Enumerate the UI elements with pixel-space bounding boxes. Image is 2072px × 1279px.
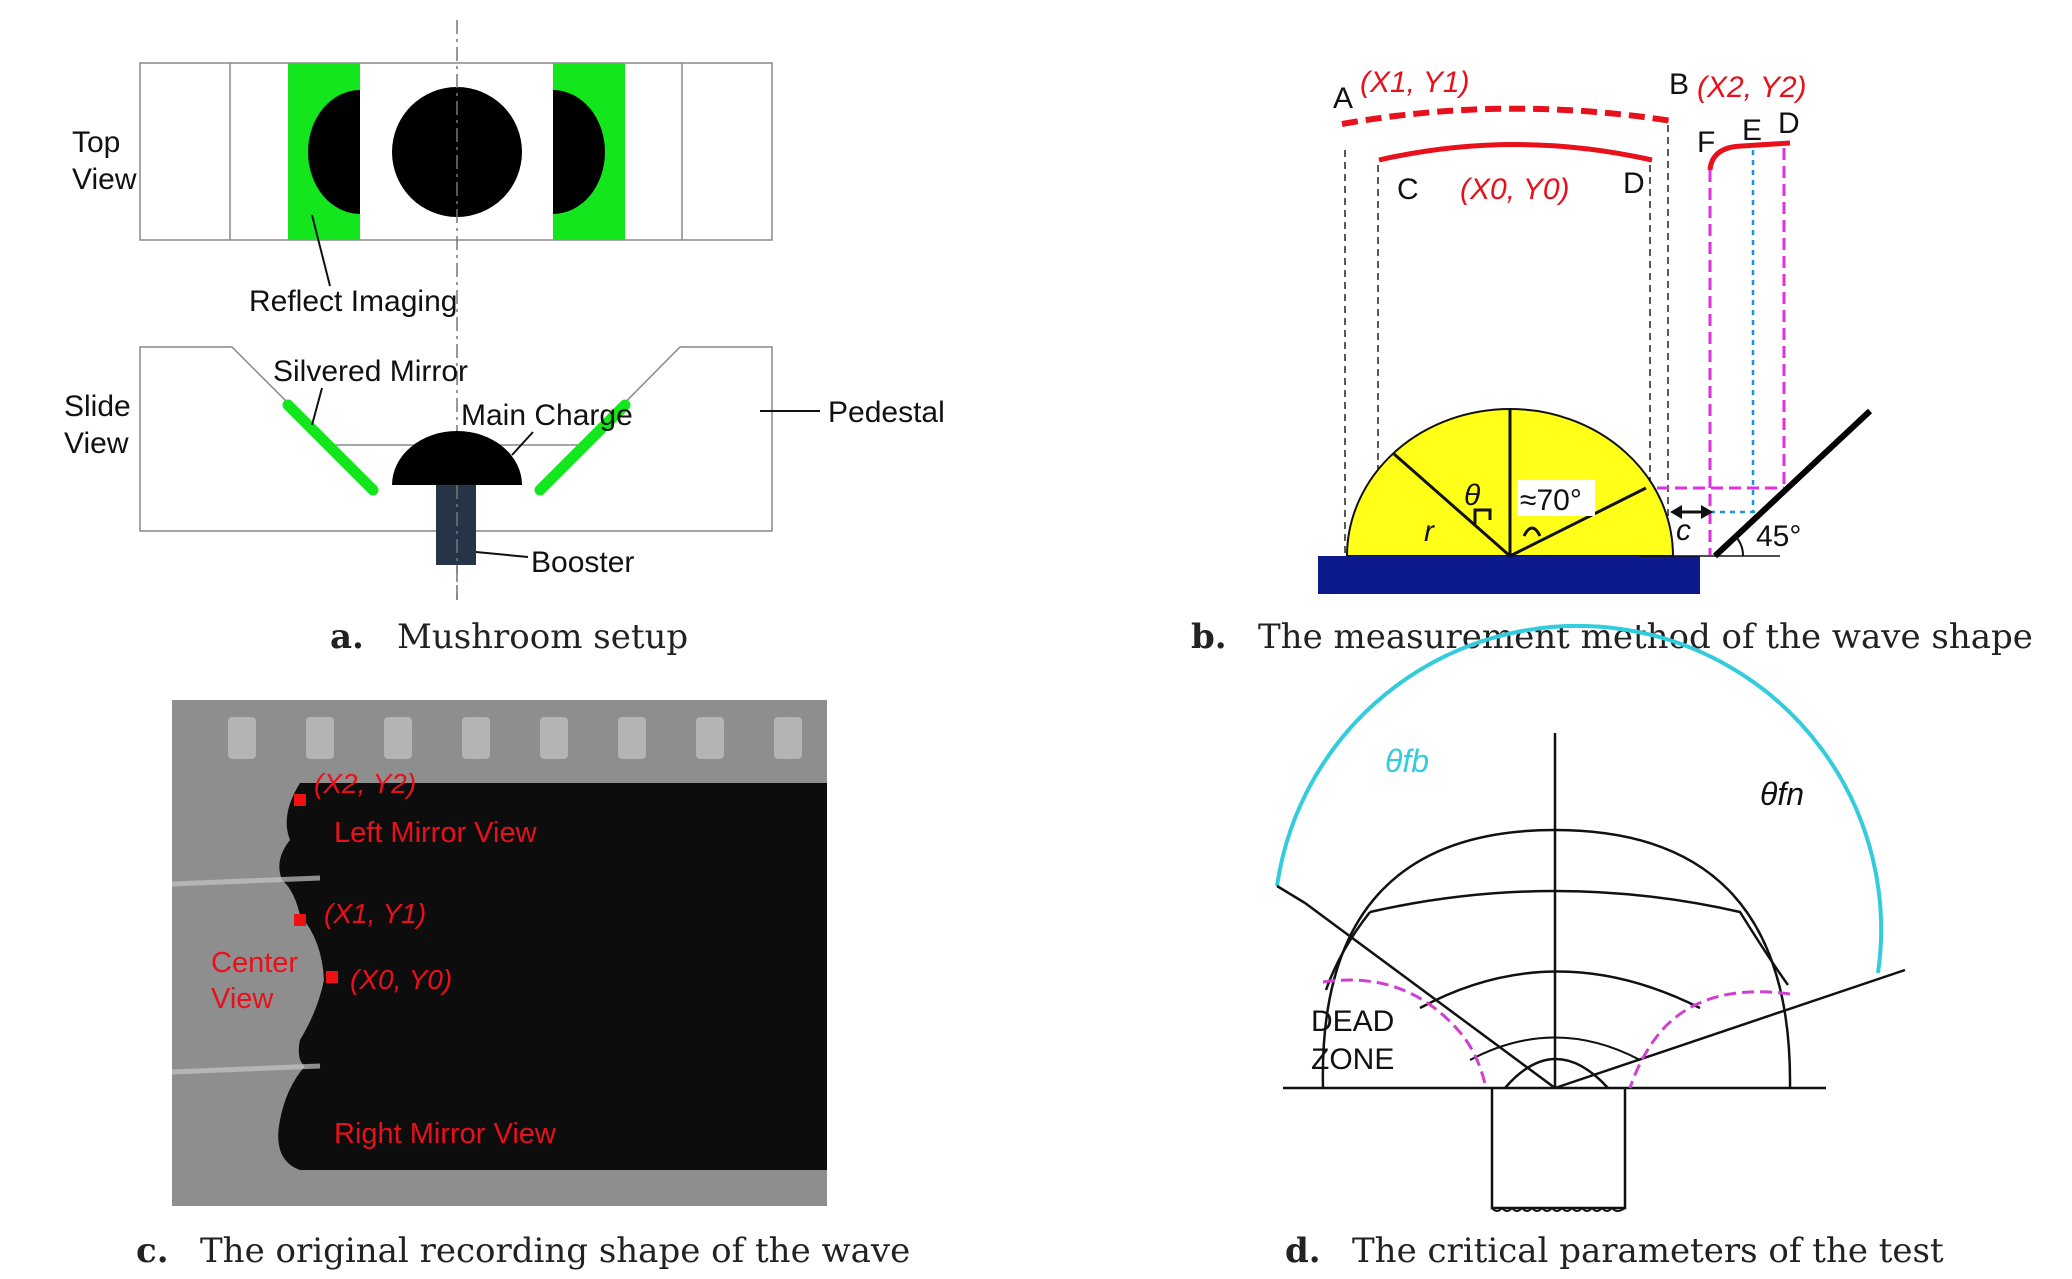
- angle70-label: ≈70°: [1520, 484, 1582, 517]
- point-f: F: [1697, 126, 1715, 159]
- left-mirror-view-label: Left Mirror View: [334, 817, 538, 849]
- theta-label: θ: [1464, 479, 1481, 512]
- dead-zone-label-1: DEAD: [1311, 1005, 1394, 1038]
- main-charge-top: [392, 87, 522, 217]
- caption-a-letter: a.: [330, 617, 364, 657]
- right-reflection-shape: [553, 90, 605, 214]
- base-plate: [1318, 556, 1700, 594]
- slide-view-label-1: Slide: [64, 390, 131, 423]
- point-c: C: [1397, 173, 1419, 206]
- booster: [436, 485, 476, 565]
- caption-d-letter: d.: [1285, 1231, 1321, 1271]
- point-e: E: [1742, 114, 1762, 147]
- booster-stem: [1490, 1088, 1627, 1210]
- point-d-2: D: [1778, 107, 1800, 140]
- magenta-projection: [1657, 148, 1786, 555]
- left-reflection-shape: [308, 90, 360, 214]
- mirror-45: [1712, 408, 1873, 559]
- slide-view-label-2: View: [64, 427, 129, 460]
- caption-d: The critical parameters of the test: [1352, 1231, 1944, 1271]
- coord-x1y1: (X1, Y1): [1360, 66, 1470, 99]
- coord-c-x2y2: (X2, Y2): [314, 768, 416, 799]
- marker-x0y0: [326, 971, 338, 983]
- main-charge-label: Main Charge: [461, 399, 633, 432]
- left-silvered-mirror: [282, 399, 379, 496]
- center-view-label-1: Center: [211, 947, 298, 979]
- panel-c: (X2, Y2) Left Mirror View (X1, Y1) Cente…: [136, 700, 910, 1271]
- radius-label: r: [1424, 515, 1435, 548]
- c-label: c: [1676, 514, 1691, 547]
- coord-x2y2: (X2, Y2): [1697, 71, 1807, 104]
- top-view-label-2: View: [72, 163, 137, 196]
- panel-a: Top View Reflect Imaging Slide View Silv…: [64, 20, 945, 657]
- coord-c-x0y0: (X0, Y0): [350, 964, 452, 995]
- panel-b: A B C D F E D (X1, Y1) (X2, Y2) (X0, Y0)…: [1191, 66, 2033, 657]
- marker-x2y2: [294, 794, 306, 806]
- wave-cd: [1378, 142, 1653, 163]
- angle70-box: [1517, 480, 1595, 516]
- coord-c-x1y1: (X1, Y1): [324, 898, 426, 929]
- right-mirror-view-label: Right Mirror View: [334, 1118, 557, 1150]
- dead-zone-label-2: ZONE: [1311, 1043, 1394, 1076]
- marker-x1y1: [294, 914, 306, 926]
- theta-fb-label: θfb: [1385, 743, 1429, 779]
- wave-region: [278, 783, 827, 1170]
- point-b: B: [1669, 68, 1689, 101]
- main-charge-slide: [392, 431, 522, 485]
- dead-zone-right: [1628, 990, 1791, 1089]
- caption-c: The original recording shape of the wave: [200, 1231, 910, 1271]
- caption-a: Mushroom setup: [397, 617, 688, 657]
- caption-b: The measurement method of the wave shape: [1258, 617, 2033, 657]
- dead-zone-left: [1322, 978, 1488, 1089]
- booster-label: Booster: [531, 546, 634, 579]
- panel-d: θfb θfn DEAD ZONE d. The critical parame…: [1275, 623, 1944, 1271]
- coord-x0y0: (X0, Y0): [1460, 173, 1570, 206]
- angle45-label: 45°: [1756, 520, 1801, 553]
- top-view-label-1: Top: [72, 126, 120, 159]
- point-a: A: [1333, 82, 1353, 115]
- center-view-label-2: View: [211, 983, 274, 1015]
- theta-arc: [1275, 623, 1884, 974]
- blue-projection: [1710, 150, 1768, 514]
- caption-c-letter: c.: [136, 1231, 169, 1271]
- pedestal-label: Pedestal: [828, 396, 945, 429]
- point-d-1: D: [1623, 167, 1645, 200]
- wave-ab: [1341, 105, 1673, 127]
- silvered-mirror-label: Silvered Mirror: [273, 355, 468, 388]
- caption-b-letter: b.: [1191, 617, 1227, 657]
- pedestal-body: [139, 346, 773, 532]
- right-silvered-mirror: [534, 399, 631, 496]
- film-perforations: [228, 717, 802, 759]
- wave-fd: [1707, 140, 1791, 171]
- theta-fn-label: θfn: [1760, 776, 1804, 812]
- reflect-imaging-label: Reflect Imaging: [249, 285, 457, 318]
